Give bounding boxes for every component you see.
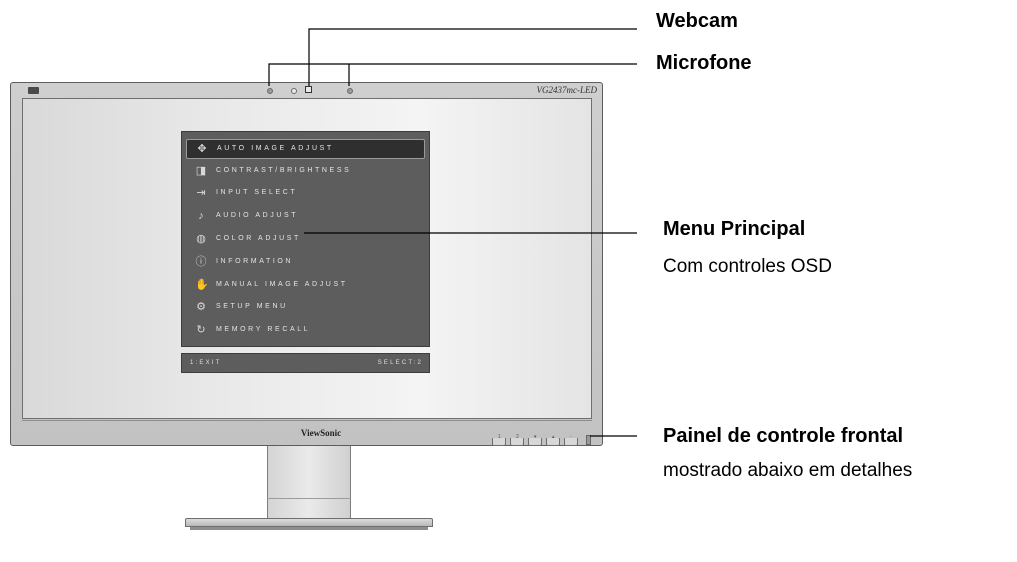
info-icon: ⓘ <box>195 256 207 268</box>
osd-footer: 1:EXIT SELECT:2 <box>181 353 430 373</box>
stand-neck <box>267 446 351 518</box>
power-button[interactable] <box>586 435 591 445</box>
osd-item-label: SETUP MENU <box>216 303 288 310</box>
bezel-divider <box>22 420 592 421</box>
osd-exit-hint: 1:EXIT <box>190 360 222 366</box>
osd-item-audio-adjust[interactable]: ♪ AUDIO ADJUST <box>186 207 425 227</box>
front-panel-callout: Painel de controle frontal <box>663 425 904 447</box>
osd-item-label: AUDIO ADJUST <box>216 212 299 219</box>
auto-adjust-icon: ✥ <box>197 143 207 155</box>
manual-adjust-icon: ✋ <box>195 279 209 291</box>
microphone-leader-line <box>268 63 637 86</box>
front-button-down[interactable]: ▾ <box>528 434 542 446</box>
osd-item-memory-recall[interactable]: ↻ MEMORY RECALL <box>186 321 425 341</box>
webcam-icon <box>305 86 312 93</box>
osd-item-label: AUTO IMAGE ADJUST <box>217 145 334 152</box>
osd-menu: ✥ AUTO IMAGE ADJUST ◨ CONTRAST/BRIGHTNES… <box>181 131 430 347</box>
webcam-callout: Webcam <box>656 10 738 32</box>
stand-base-shadow <box>190 527 428 530</box>
osd-item-auto-image-adjust[interactable]: ✥ AUTO IMAGE ADJUST <box>186 139 425 159</box>
stand-neck-line <box>267 498 351 499</box>
main-menu-callout: Menu Principal <box>663 218 806 240</box>
osd-item-setup-menu[interactable]: ⚙ SETUP MENU <box>186 298 425 318</box>
viewsonic-logo-icon <box>28 87 39 94</box>
osd-item-label: COLOR ADJUST <box>216 235 301 242</box>
osd-item-manual-image-adjust[interactable]: ✋ MANUAL IMAGE ADJUST <box>186 276 425 296</box>
audio-icon: ♪ <box>198 210 204 222</box>
contrast-icon: ◨ <box>195 165 207 177</box>
osd-item-label: MANUAL IMAGE ADJUST <box>216 281 348 288</box>
front-button-1[interactable]: 1 <box>492 434 506 446</box>
osd-select-hint: SELECT:2 <box>377 360 423 366</box>
osd-item-contrast-brightness[interactable]: ◨ CONTRAST/BRIGHTNESS <box>186 162 425 182</box>
front-button-up[interactable]: ▴ <box>546 434 560 446</box>
model-label: VG2437mc-LED <box>536 85 598 95</box>
setup-icon: ⚙ <box>196 301 206 313</box>
osd-item-label: CONTRAST/BRIGHTNESS <box>216 167 352 174</box>
osd-item-label: INFORMATION <box>216 258 294 265</box>
main-menu-subtitle: Com controles OSD <box>663 256 832 277</box>
webcam-leader-line <box>308 28 637 86</box>
microphone-right-icon <box>347 88 353 94</box>
osd-item-label: INPUT SELECT <box>216 189 298 196</box>
osd-item-color-adjust[interactable]: ◍ COLOR ADJUST <box>186 230 425 250</box>
osd-item-information[interactable]: ⓘ INFORMATION <box>186 253 425 273</box>
front-button-webcam[interactable]: ◦ <box>564 434 578 446</box>
front-button-2[interactable]: 2 <box>510 434 524 446</box>
color-icon: ◍ <box>196 233 206 245</box>
brand-label: ViewSonic <box>300 428 342 438</box>
input-icon: ⇥ <box>196 187 206 199</box>
stand-base <box>185 518 433 527</box>
microphone-callout: Microfone <box>656 52 752 74</box>
memory-recall-icon: ↻ <box>196 324 206 336</box>
microphone-left-icon <box>267 88 273 94</box>
osd-item-label: MEMORY RECALL <box>216 326 311 333</box>
front-panel-subtitle: mostrado abaixo em detalhes <box>663 460 913 481</box>
camera-light-icon <box>291 88 297 94</box>
osd-item-input-select[interactable]: ⇥ INPUT SELECT <box>186 184 425 204</box>
